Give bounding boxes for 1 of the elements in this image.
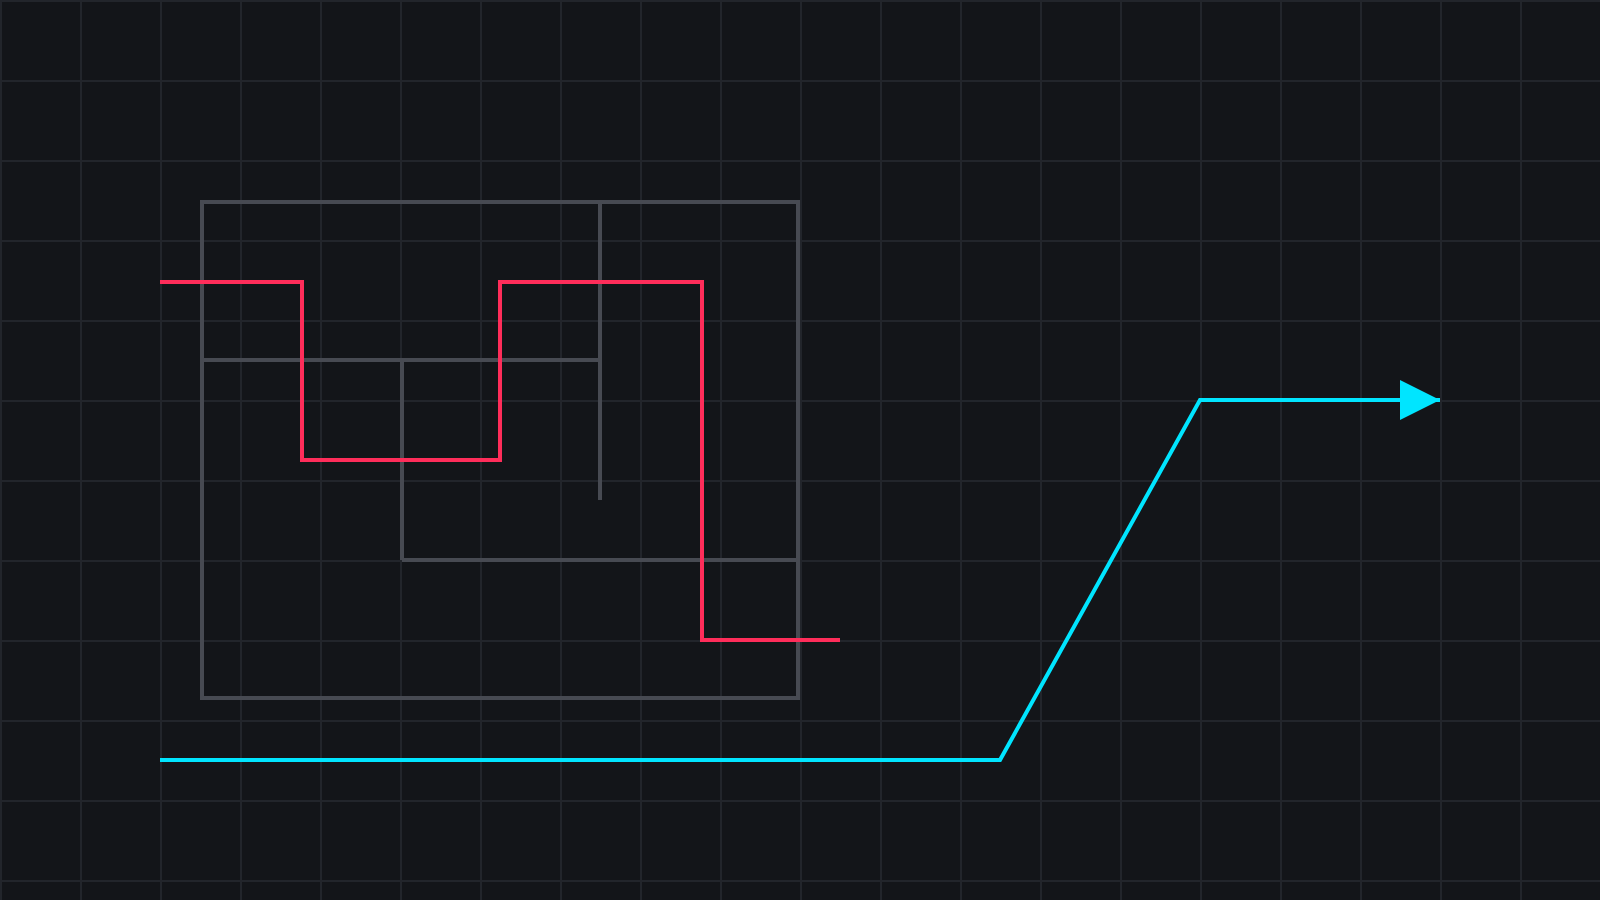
maze-drawing [200,200,800,700]
